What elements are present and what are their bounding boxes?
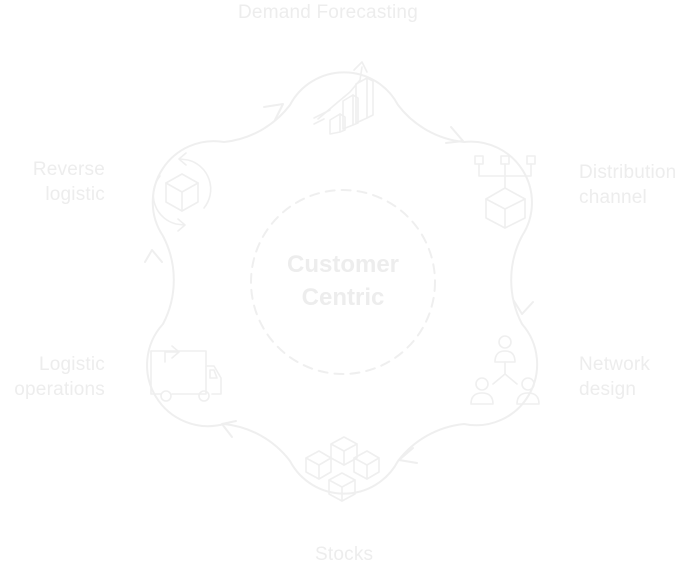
outer-ring [146, 71, 539, 495]
arrow-stocks-to-logistic [221, 420, 237, 438]
network-people-icon [470, 335, 540, 405]
label-demand-forecasting: Demand Forecasting [238, 2, 418, 23]
box-cycle-icon [152, 152, 212, 232]
center-title: Customer Centric [243, 248, 443, 314]
center-dashed-circle [250, 189, 436, 375]
label-network-design: Network design [579, 354, 651, 400]
center-title-line-2: Centric [301, 284, 385, 311]
distribution-box-icon [474, 155, 536, 229]
label-stocks: Stocks [315, 544, 374, 565]
label-logistic-operations: Logistic operations [14, 354, 105, 400]
stacked-boxes-icon [305, 436, 380, 502]
arrow-network-to-stocks [398, 447, 418, 464]
label-distribution-channel: Distribution channel [579, 162, 677, 208]
arrow-reverse-to-demand [263, 103, 284, 121]
label-reverse-logistic: Reverse logistic [32, 159, 105, 205]
arrow-distribution-to-network [513, 300, 534, 315]
center-title-line-1: Customer [286, 251, 400, 278]
delivery-truck-icon [150, 345, 222, 402]
arrow-logistic-to-reverse [144, 249, 163, 263]
arrow-demand-to-distribution [445, 126, 464, 144]
bar-chart-growth-icon [313, 61, 374, 135]
